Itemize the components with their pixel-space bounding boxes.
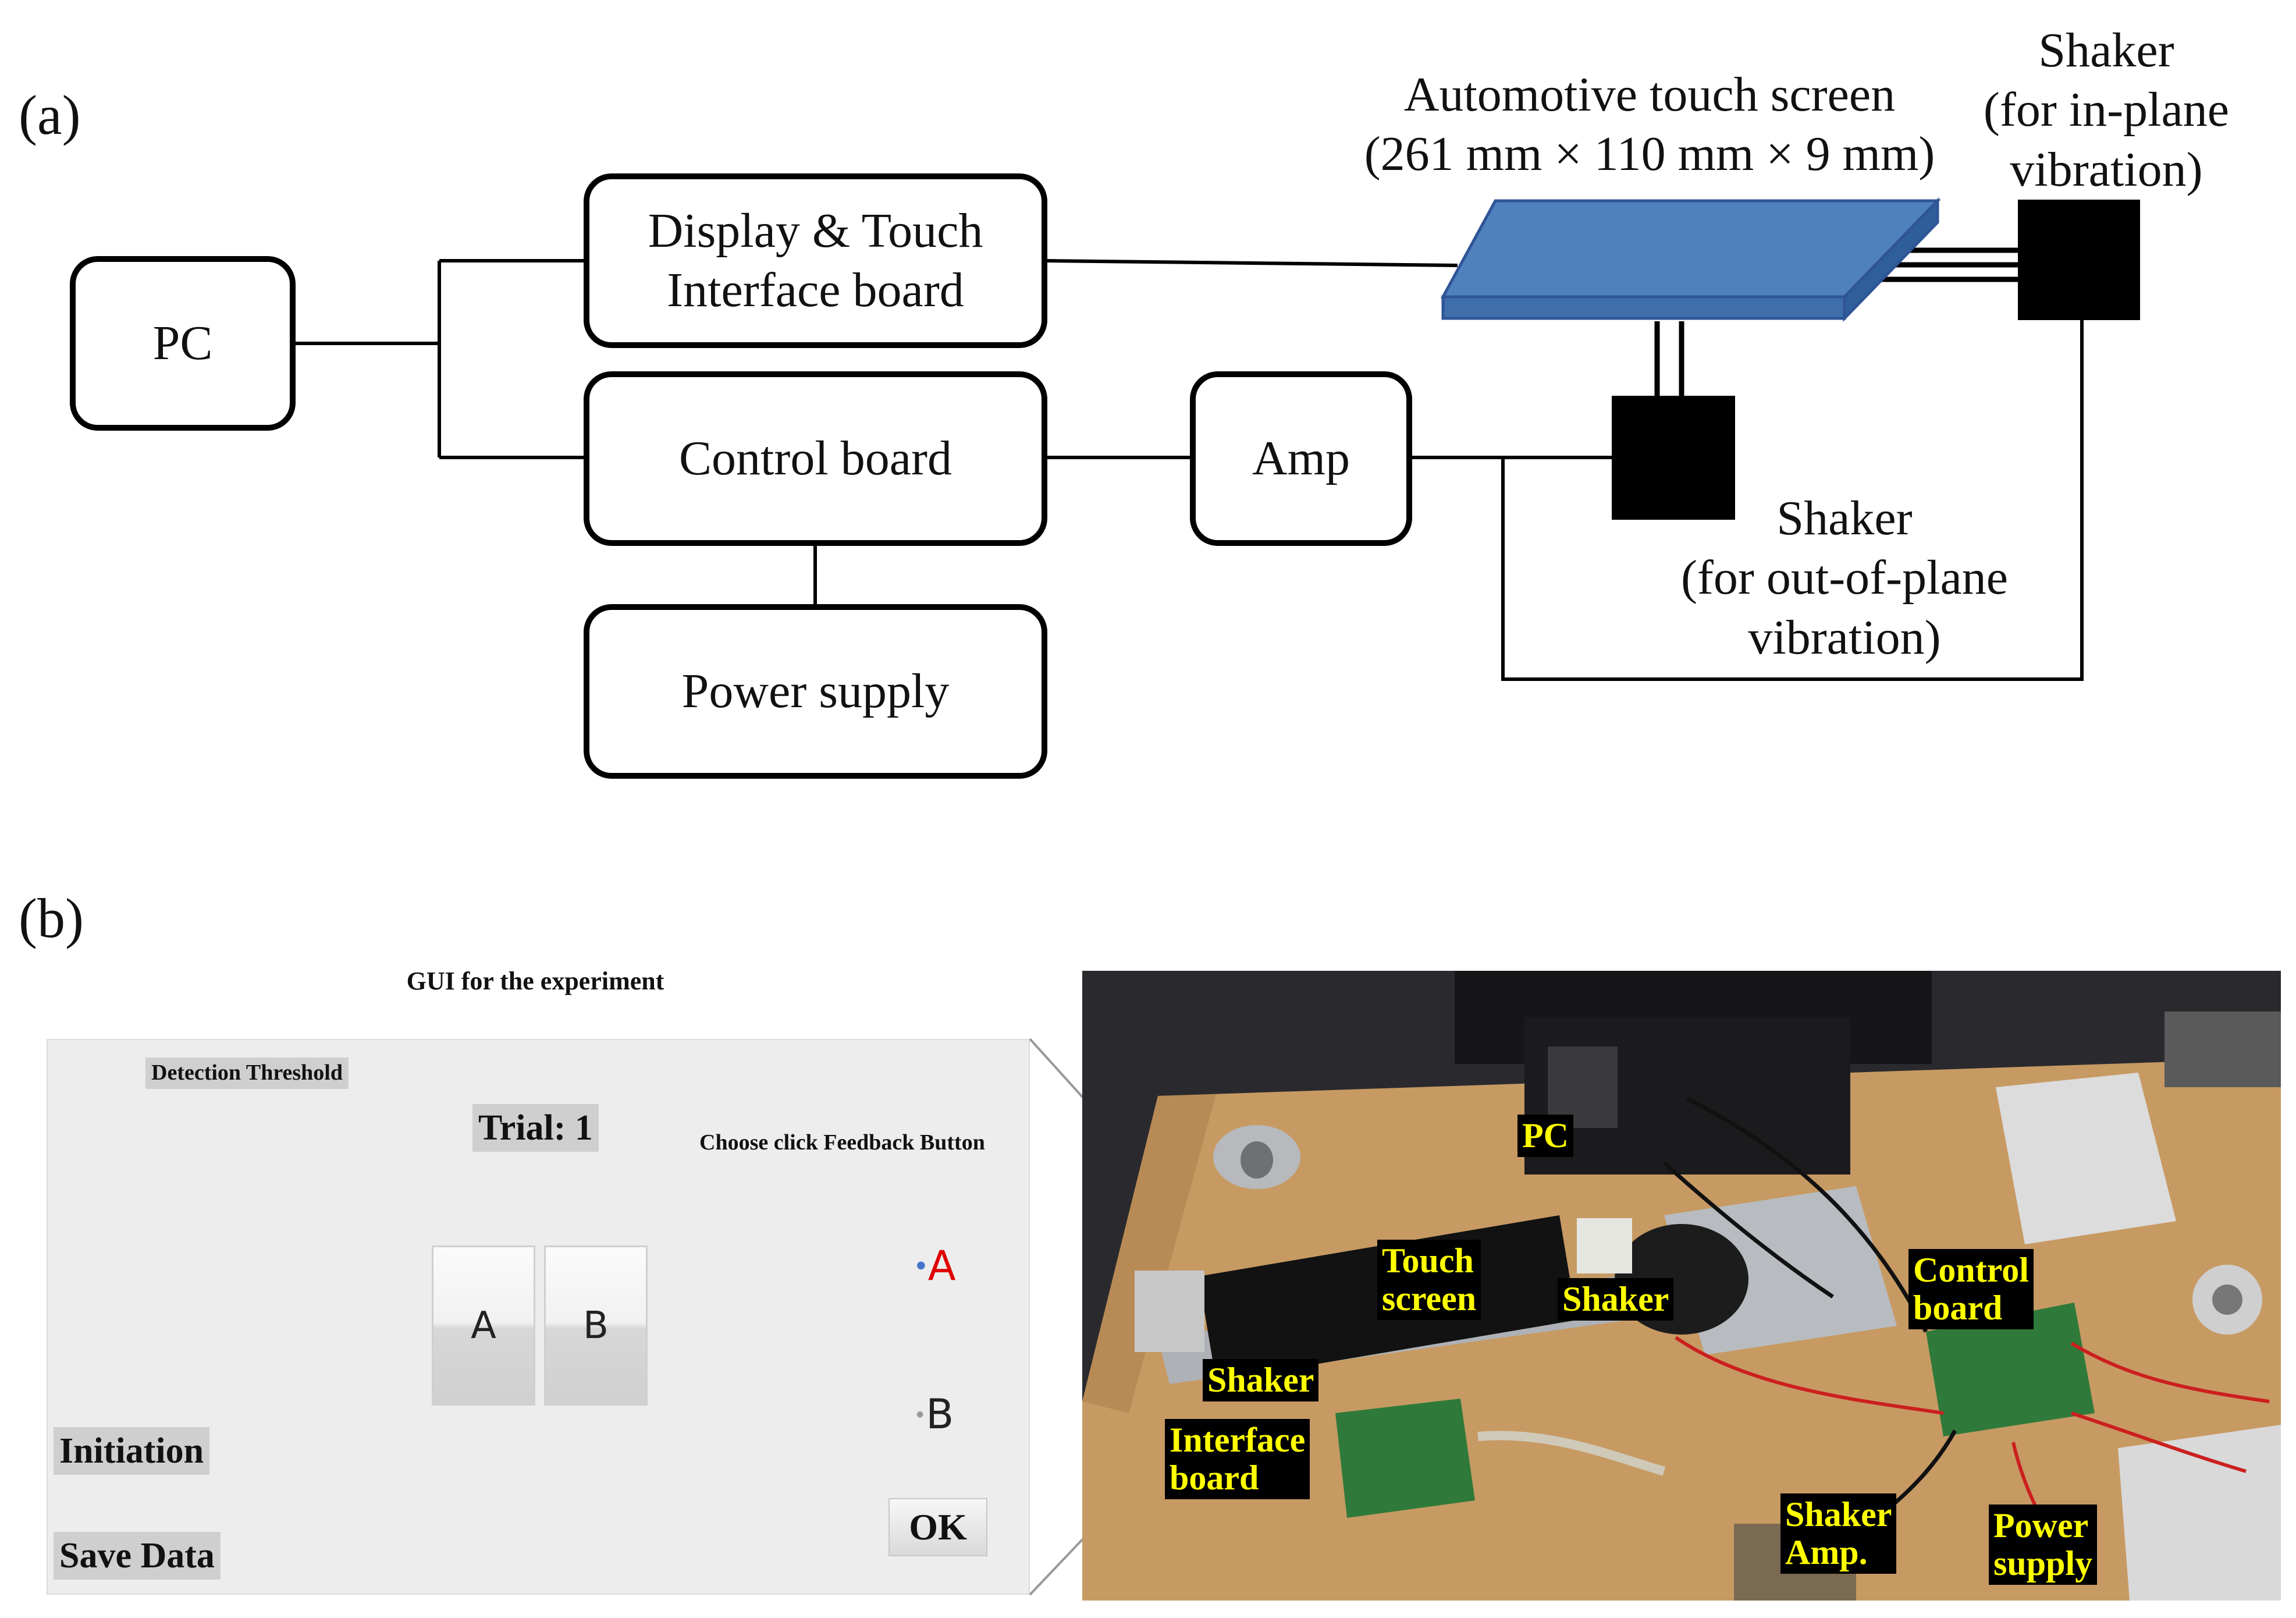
- radio-a-label: A: [927, 1242, 956, 1290]
- photo-label-shaker-amp: Shaker Amp.: [1780, 1493, 1897, 1574]
- photo-label-touch-screen: Touch screen: [1377, 1240, 1481, 1320]
- shaker-out-of-plane-caption: Shaker (for out-of-plane vibration): [1680, 491, 2009, 665]
- radio-b-dot[interactable]: ●: [916, 1410, 924, 1419]
- interface-board-pcb: [1335, 1399, 1475, 1518]
- display-touch-interface-block: Display & Touch Interface board: [584, 173, 1047, 348]
- shaker-out-of-plane-icon: [1612, 396, 1735, 520]
- setup-photo-illustration: [1082, 971, 2281, 1601]
- trial-counter: Trial: 1: [472, 1104, 599, 1152]
- photo-label-interface-board: Interface board: [1165, 1419, 1310, 1499]
- photo-label-shaker-left: Shaker: [1203, 1359, 1319, 1401]
- photo-label-power-supply: Power supply: [1989, 1505, 2098, 1585]
- gui-title: GUI for the experiment: [406, 967, 664, 995]
- feedback-a-button[interactable]: A: [432, 1246, 535, 1406]
- feedback-b-button[interactable]: B: [544, 1246, 648, 1406]
- initiation-button[interactable]: Initiation: [54, 1427, 210, 1475]
- block-diagram-wiring: [294, 197, 2140, 681]
- pc-block: PC: [70, 256, 296, 431]
- ok-button[interactable]: OK: [888, 1498, 987, 1556]
- power-supply-block: Power supply: [584, 604, 1047, 779]
- wire-display-screen: [1045, 259, 1458, 267]
- power-supply-unit: [2118, 1425, 2281, 1601]
- panel-b-label: (b): [19, 887, 84, 949]
- choose-feedback-label: Choose click Feedback Button: [699, 1130, 985, 1155]
- experiment-gui-window: Detection Threshold Trial: 1 Choose clic…: [47, 1039, 1030, 1595]
- touch-screen-icon: [1440, 197, 1941, 322]
- wire-amp-inplane-shaker: [1501, 320, 2084, 681]
- setup-photo: PC Touch screen Shaker Control board Sha…: [1082, 971, 2281, 1601]
- save-data-button[interactable]: Save Data: [54, 1532, 221, 1580]
- control-board-pcb: [1926, 1303, 2095, 1436]
- control-board-block: Control board: [584, 371, 1047, 546]
- amp-block: Amp: [1190, 371, 1412, 546]
- panel-a-label: (a): [19, 84, 81, 146]
- shaker-in-plane-caption: Shaker (for in-plane vibration): [1983, 23, 2230, 197]
- photo-label-pc: PC: [1517, 1115, 1573, 1157]
- radio-b-label: B: [926, 1390, 954, 1438]
- radio-a-option[interactable]: ● A: [916, 1246, 956, 1286]
- shaker-in-plane-icon: [2018, 200, 2140, 320]
- radio-b-option[interactable]: ● B: [916, 1394, 954, 1435]
- photo-label-shaker-top: Shaker: [1558, 1278, 1674, 1321]
- detection-threshold-label: Detection Threshold: [145, 1058, 349, 1089]
- photo-label-control-board: Control board: [1908, 1249, 2034, 1329]
- touch-screen-caption: Automotive touch screen (261 mm × 110 mm…: [1364, 68, 1935, 182]
- radio-a-dot[interactable]: ●: [916, 1259, 926, 1271]
